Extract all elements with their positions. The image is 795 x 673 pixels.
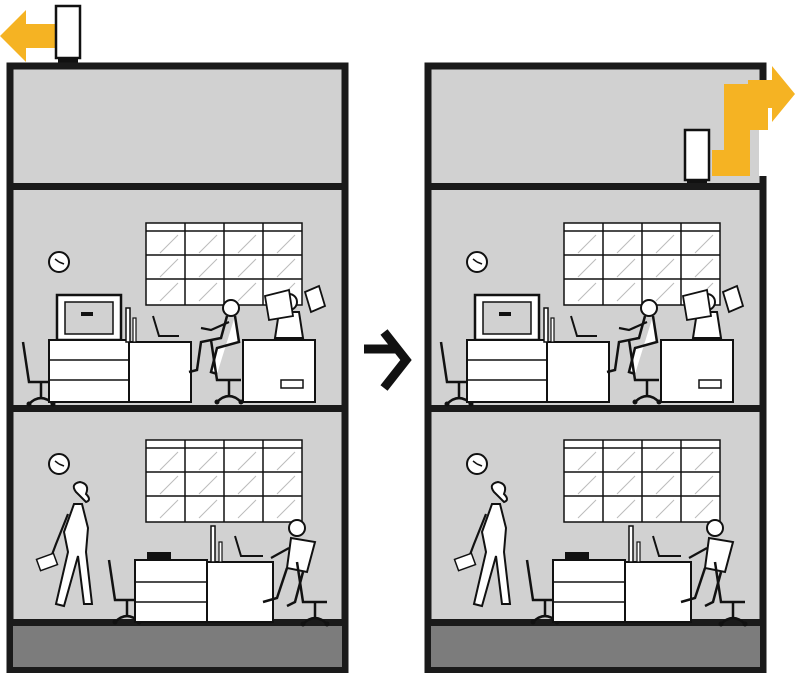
building-after [428, 66, 795, 670]
floor-slab [10, 183, 345, 190]
rooftop-unit-icon [56, 6, 80, 64]
arrow-right-icon [364, 332, 406, 388]
basement-floor [431, 622, 760, 667]
airflow-arrow-left-icon [0, 10, 62, 62]
indoor-unit-icon [685, 130, 709, 185]
floor-slab [428, 183, 763, 190]
floor-slab [10, 405, 345, 412]
basement-floor [13, 622, 342, 667]
floor-slab [428, 405, 763, 412]
building-before [0, 6, 345, 670]
